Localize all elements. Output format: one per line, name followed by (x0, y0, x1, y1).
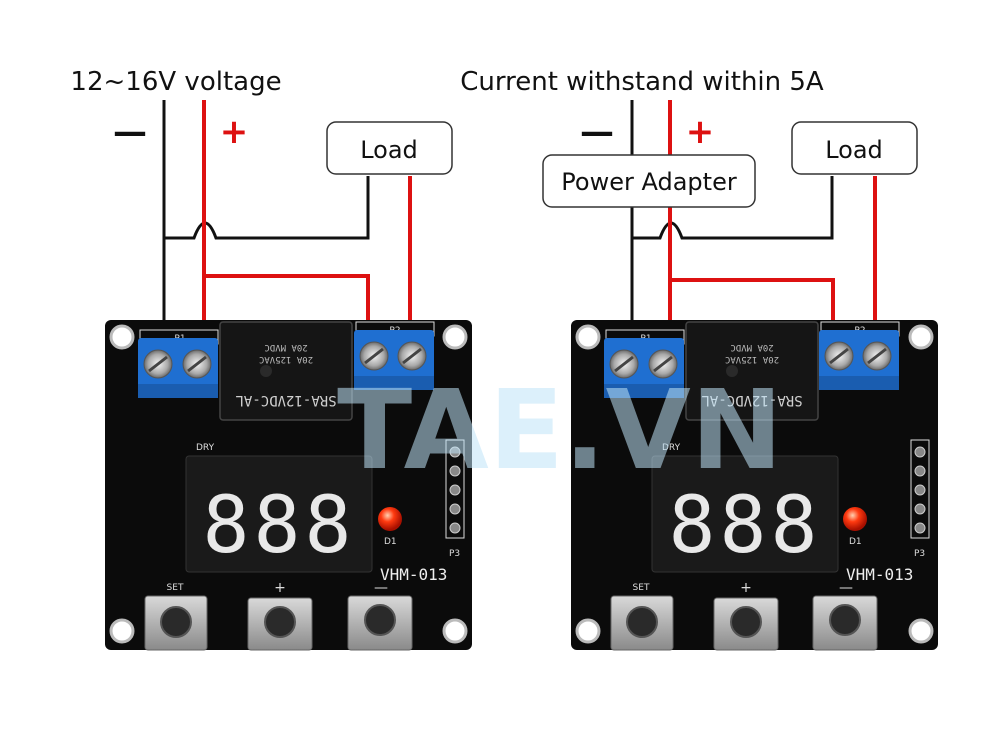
right-heading: Current withstand within 5A (460, 67, 824, 97)
minus-button-label: — (374, 580, 388, 596)
minus-button-label: — (839, 580, 853, 596)
relay-mark (726, 365, 738, 377)
header-label: P3 (449, 549, 460, 559)
screw-slot (187, 355, 207, 373)
pin (449, 522, 461, 534)
right-relay-board: P1 P2 SRA-12VDC-AL 20A 125VAC 20A MVDC (571, 320, 938, 651)
relay-rating-dc: 20A MVDC (264, 342, 307, 352)
left-heading: 12~16V voltage (70, 67, 281, 97)
pin (914, 503, 926, 515)
left-relay-board: P1 P2 SRA-12VDC-AL 20A 125VAC 20A MVDC (105, 320, 472, 651)
led-label: D1 (384, 537, 397, 547)
left-relay-feed-wire (204, 274, 370, 340)
plus-button-label: + (274, 580, 286, 596)
status-led-icon (378, 507, 402, 531)
relay-model-label: SRA-12VDC-AL (701, 392, 802, 408)
minus-button[interactable] (812, 595, 878, 651)
plus-button-label: + (740, 580, 752, 596)
plus-button[interactable] (247, 597, 313, 651)
dry-label: DRY (196, 443, 215, 453)
set-button-label: SET (167, 583, 184, 593)
dry-label: DRY (662, 443, 681, 453)
plus-button[interactable] (713, 597, 779, 651)
display-digits: 888 (203, 481, 356, 571)
relay-rating-ac: 20A 125VAC (259, 354, 313, 364)
right-load-box (791, 121, 918, 175)
right-minus-sign: — (580, 112, 614, 152)
set-button[interactable] (610, 595, 674, 651)
pin (914, 446, 926, 458)
power-adapter-box (542, 154, 756, 208)
screw-slot (148, 355, 168, 373)
screw-slot (402, 347, 422, 365)
right-plus-sign: + (686, 112, 715, 152)
mounting-hole (109, 618, 135, 644)
status-led-icon (843, 507, 867, 531)
watermark: TAE.VN (337, 366, 783, 494)
left-minus-sign: — (113, 112, 147, 152)
right-load-return-wire (632, 176, 834, 240)
power-adapter-label: Power Adapter (561, 168, 737, 196)
pin (449, 465, 461, 477)
relay (219, 321, 353, 421)
relay-model-label: SRA-12VDC-AL (235, 392, 336, 408)
minus-button[interactable] (347, 595, 413, 651)
pin (914, 522, 926, 534)
screw-slot (829, 347, 849, 365)
screw-slot (364, 347, 384, 365)
board-model-label: VHM-013 (846, 565, 913, 584)
left-plus-sign: + (220, 112, 249, 152)
pin (914, 484, 926, 496)
terminal-base (354, 376, 434, 390)
mounting-hole (908, 618, 934, 644)
relay-rating-ac: 20A 125VAC (725, 354, 779, 364)
terminal-base (819, 376, 899, 390)
mounting-hole (575, 324, 601, 350)
pin (914, 465, 926, 477)
pin (449, 503, 461, 515)
left-load-return-wire (164, 176, 370, 240)
relay-rating-dc: 20A MVDC (730, 342, 773, 352)
relay-mark (260, 365, 272, 377)
board-model-label: VHM-013 (380, 565, 447, 584)
mounting-hole (442, 618, 468, 644)
seven-segment-display (651, 455, 839, 573)
pin (449, 446, 461, 458)
terminal-base (604, 384, 684, 398)
pin (449, 484, 461, 496)
right-load-label: Load (825, 136, 883, 164)
terminal-base (138, 384, 218, 398)
left-load-box (326, 121, 453, 175)
display-digits: 888 (669, 481, 822, 571)
mounting-hole (575, 618, 601, 644)
left-load-label: Load (360, 136, 418, 164)
set-button[interactable] (144, 595, 208, 651)
seven-segment-display (185, 455, 373, 573)
mounting-hole (908, 324, 934, 350)
left-diagram: 12~16V voltage — + Load P1 (70, 67, 472, 651)
screw-slot (653, 355, 673, 373)
right-diagram: Current withstand within 5A — + Power Ad… (460, 67, 938, 651)
screw-slot (614, 355, 634, 373)
header-label: P3 (914, 549, 925, 559)
screw-slot (867, 347, 887, 365)
mounting-hole (109, 324, 135, 350)
led-label: D1 (849, 537, 862, 547)
mounting-hole (442, 324, 468, 350)
set-button-label: SET (633, 583, 650, 593)
relay (685, 321, 819, 421)
